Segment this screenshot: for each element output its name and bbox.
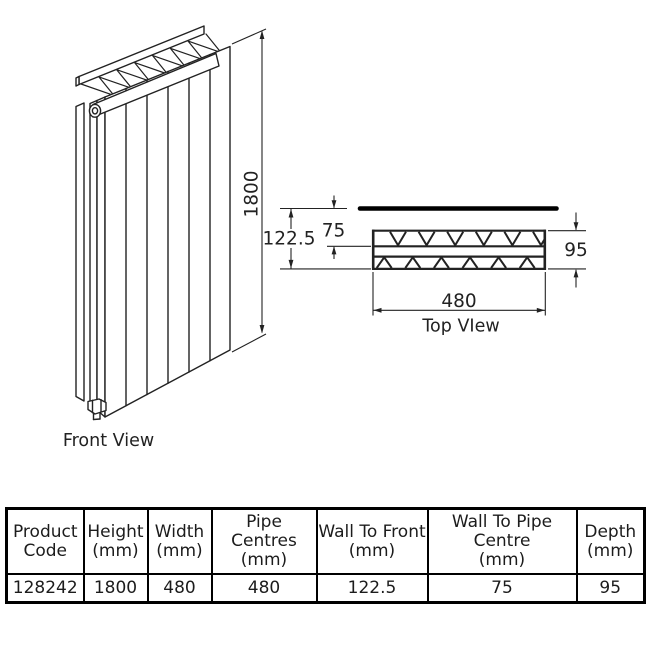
dim-arrow-up bbox=[288, 209, 294, 218]
col-title: Product bbox=[12, 521, 78, 542]
col-unit: Code bbox=[23, 540, 68, 561]
col-title: Height bbox=[87, 521, 144, 542]
dim-arrow-up bbox=[331, 246, 337, 255]
dim-width-label: 480 bbox=[441, 291, 476, 312]
dim-depth-label: 95 bbox=[564, 240, 588, 261]
label-mask bbox=[267, 229, 311, 248]
dim-height bbox=[231, 28, 267, 353]
top-rail-endcap bbox=[75, 75, 80, 87]
dim-wall-to-front-label: 122.5 bbox=[263, 229, 316, 250]
valve-nut bbox=[87, 398, 107, 415]
dim-arrow-up bbox=[573, 269, 579, 278]
dim-height-label: 1800 bbox=[242, 170, 263, 217]
col-header-product-code: Product Code bbox=[5, 507, 85, 575]
col-header-wall-to-front: Wall To Front (mm) bbox=[315, 507, 429, 575]
col-header-width: Width (mm) bbox=[146, 507, 213, 575]
col-unit: (mm) bbox=[92, 540, 139, 561]
side-face-outer bbox=[89, 99, 98, 411]
valve-stub-bottom bbox=[92, 418, 101, 421]
col-title: Depth bbox=[584, 521, 637, 542]
col-unit: (mm) bbox=[587, 540, 634, 561]
col-title: Wall To Front bbox=[318, 521, 426, 542]
col-header-wall-to-pipe-centre: Wall To Pipe Centre (mm) bbox=[426, 507, 578, 575]
value-width: 480 bbox=[146, 573, 213, 604]
value-wall-to-front: 122.5 bbox=[315, 573, 429, 604]
side-face-inner bbox=[96, 96, 106, 418]
value-pipe-centres: 480 bbox=[210, 573, 318, 604]
dim-arrow-down bbox=[331, 200, 337, 209]
top-view-label: Top VIew bbox=[421, 317, 499, 337]
rear-panel-edge bbox=[75, 102, 85, 402]
dim-arrow-down bbox=[573, 222, 579, 231]
value-height: 1800 bbox=[82, 573, 149, 604]
dim-wall-to-front bbox=[267, 207, 371, 270]
col-unit: (mm) bbox=[478, 550, 526, 570]
upper-corrugation bbox=[389, 231, 546, 247]
dim-extension-line bbox=[231, 333, 267, 353]
col-unit: (mm) bbox=[240, 550, 288, 570]
value-depth: 95 bbox=[575, 573, 646, 604]
col-header-depth: Depth (mm) bbox=[575, 507, 646, 575]
col-title: Pipe Centres bbox=[231, 512, 297, 551]
col-title: Wall To Pipe Centre bbox=[451, 512, 553, 551]
value-wall-to-pipe-centre: 75 bbox=[426, 573, 578, 604]
dim-wall-to-pipe bbox=[327, 195, 371, 259]
col-header-height: Height (mm) bbox=[82, 507, 149, 575]
col-unit: (mm) bbox=[348, 540, 396, 561]
front-view-drawing bbox=[75, 25, 231, 421]
dim-wall-to-pipe-label: 75 bbox=[322, 221, 346, 242]
spec-table: Product Code Height (mm) Width (mm) Pipe… bbox=[5, 507, 646, 604]
header-tube-bore bbox=[91, 107, 99, 115]
dim-arrow-down bbox=[288, 259, 294, 269]
dim-arrow-left bbox=[373, 307, 382, 313]
dim-depth bbox=[548, 212, 586, 288]
col-header-pipe-centres: Pipe Centres (mm) bbox=[210, 507, 318, 575]
spec-table-data-row: 128242 1800 480 480 122.5 75 95 bbox=[5, 573, 646, 604]
lower-corrugation bbox=[375, 256, 536, 269]
dim-arrow-up bbox=[259, 30, 265, 39]
col-title: Width bbox=[154, 521, 205, 542]
dim-arrow-down bbox=[259, 325, 265, 334]
top-view-drawing bbox=[371, 229, 547, 270]
dim-extension-line bbox=[231, 28, 267, 45]
value-product-code: 128242 bbox=[5, 573, 85, 604]
dim-width bbox=[372, 272, 546, 316]
front-view-label: Front View bbox=[63, 431, 154, 451]
radiator-diagram: 1800 Front View bbox=[63, 25, 588, 451]
dim-arrow-right bbox=[536, 307, 545, 313]
col-unit: (mm) bbox=[156, 540, 203, 561]
spec-table-header-row: Product Code Height (mm) Width (mm) Pipe… bbox=[5, 507, 646, 575]
